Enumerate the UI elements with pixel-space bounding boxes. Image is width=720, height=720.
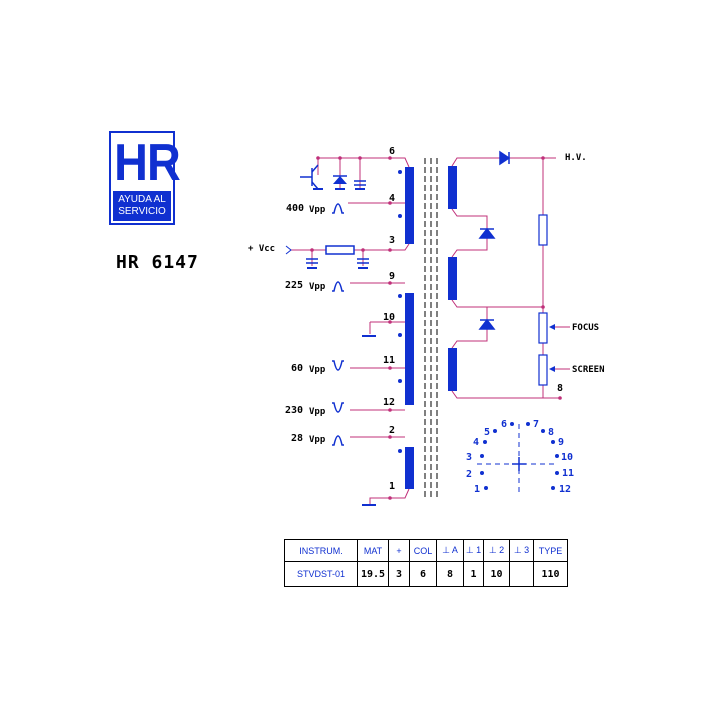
winding-dots — [398, 170, 402, 453]
logo-line-2: SERVICIO — [118, 206, 166, 217]
logo-tagline: AYUDA AL SERVICIO — [113, 191, 171, 221]
pin-label: 4 — [389, 193, 395, 204]
spec-value: 3 — [388, 561, 410, 587]
winding-6-3 — [405, 167, 414, 244]
spec-value: 110 — [533, 561, 568, 587]
pulse-value: 225 — [285, 280, 303, 291]
pin-8-label: 8 — [557, 383, 563, 394]
primary-pin-labels: 6 4 3 9 10 11 12 2 1 — [383, 146, 395, 492]
pinout-label: 5 — [484, 427, 490, 438]
spec-value — [509, 561, 534, 587]
pin-label: 2 — [389, 425, 395, 436]
pulse-unit: Vpp — [309, 435, 326, 445]
pinout-label: 6 — [501, 419, 507, 430]
pulse-value: 400 — [286, 203, 304, 214]
spec-header: MAT — [357, 539, 389, 562]
vcc-label: + Vcc — [248, 244, 275, 254]
pin-label: 1 — [389, 481, 395, 492]
spec-header-row: INSTRUM. MAT + COL ⊥ A ⊥ 1 ⊥ 2 ⊥ 3 TYPE — [284, 539, 568, 562]
pulse-unit: Vpp — [309, 365, 326, 375]
spec-value-row: STVDST-01 19.5 3 6 8 1 10 110 — [284, 561, 568, 587]
pinout-label: 8 — [548, 427, 554, 438]
pinout-label: 3 — [466, 452, 472, 463]
primary-wiring — [290, 157, 410, 504]
pulse-unit: Vpp — [309, 282, 326, 292]
pinout-label: 11 — [562, 468, 574, 479]
spec-value: 10 — [483, 561, 510, 587]
pin-label: 11 — [383, 355, 395, 366]
bleeder-resistor — [538, 214, 548, 246]
pin-label: 3 — [389, 235, 395, 246]
secondary-labels: H.V. FOCUS SCREEN 8 — [557, 153, 605, 394]
divider-resistors — [538, 214, 548, 386]
pinout-label: 1 — [474, 484, 480, 495]
pulse-up-icon — [332, 281, 344, 292]
transistor-symbol — [300, 164, 319, 190]
secondary-junction-dots — [541, 156, 562, 400]
secondary-wiring — [451, 157, 570, 399]
primary-windings — [405, 167, 414, 489]
tuning-capacitor — [354, 180, 366, 186]
secondary-windings — [448, 166, 457, 391]
spec-header: ⊥ 3 — [509, 539, 534, 562]
wiper-arrows — [549, 324, 555, 372]
spec-table: INSTRUM. MAT + COL ⊥ A ⊥ 1 ⊥ 2 ⊥ 3 TYPE … — [284, 539, 568, 587]
pulse-up-icon — [332, 203, 344, 214]
pulse-value: 28 — [291, 433, 303, 444]
focus-potentiometer — [538, 312, 548, 344]
vcc-filter — [306, 245, 369, 264]
spec-value: 6 — [409, 561, 437, 587]
pulse-icons — [332, 203, 344, 446]
damper-diode — [333, 175, 347, 184]
spec-header: TYPE — [533, 539, 568, 562]
focus-label: FOCUS — [572, 323, 599, 333]
pulse-up-icon — [332, 435, 344, 446]
spec-header: COL — [409, 539, 437, 562]
pulse-unit: Vpp — [309, 205, 326, 215]
winding-9-12 — [405, 293, 414, 405]
pulse-down-icon — [332, 360, 344, 371]
pinout-label: 2 — [466, 469, 472, 480]
pulse-down-icon — [332, 402, 344, 413]
spec-header: ⊥ A — [436, 539, 464, 562]
pin-junction-dots — [310, 156, 392, 500]
pin-label: 6 — [389, 146, 395, 157]
screen-label: SCREEN — [572, 365, 605, 375]
spec-value: 19.5 — [357, 561, 389, 587]
pin-label: 9 — [389, 271, 395, 282]
spec-value: 1 — [463, 561, 484, 587]
spec-value: STVDST-01 — [284, 561, 358, 587]
logo-line-1: AYUDA AL — [118, 194, 166, 205]
pin-label: 12 — [383, 397, 395, 408]
pulse-value: 230 — [285, 405, 303, 416]
pinout-label: 12 — [559, 484, 571, 495]
screen-potentiometer — [538, 354, 548, 386]
spec-header: + — [388, 539, 410, 562]
vcc-resistor — [325, 245, 355, 255]
ground-symbols — [307, 188, 376, 506]
spec-header: INSTRUM. — [284, 539, 358, 562]
pin-label: 10 — [383, 312, 395, 323]
hr-logo: HR AYUDA AL SERVICIO — [109, 131, 181, 225]
base-pinout: 1 2 3 4 5 6 7 8 9 10 11 12 — [466, 419, 574, 495]
pinout-label: 7 — [533, 419, 539, 430]
spec-value: 8 — [436, 561, 464, 587]
spec-header: ⊥ 2 — [483, 539, 510, 562]
pinout-label: 9 — [558, 437, 564, 448]
pinout-label: 10 — [561, 452, 573, 463]
pinout-label: 4 — [473, 437, 479, 448]
vcc-arrow — [285, 245, 292, 255]
pulse-value: 60 — [291, 363, 303, 374]
hv-diodes — [478, 150, 511, 330]
pulse-unit: Vpp — [309, 407, 326, 417]
winding-2-1 — [405, 447, 414, 489]
logo-letters: HR — [114, 134, 181, 192]
model-title: HR 6147 — [116, 252, 199, 273]
pulse-labels: 400 Vpp 225 Vpp 60 Vpp 230 Vpp 28 Vpp — [285, 203, 326, 445]
transformer-core — [424, 158, 438, 498]
hv-label: H.V. — [565, 153, 587, 163]
spec-header: ⊥ 1 — [463, 539, 484, 562]
